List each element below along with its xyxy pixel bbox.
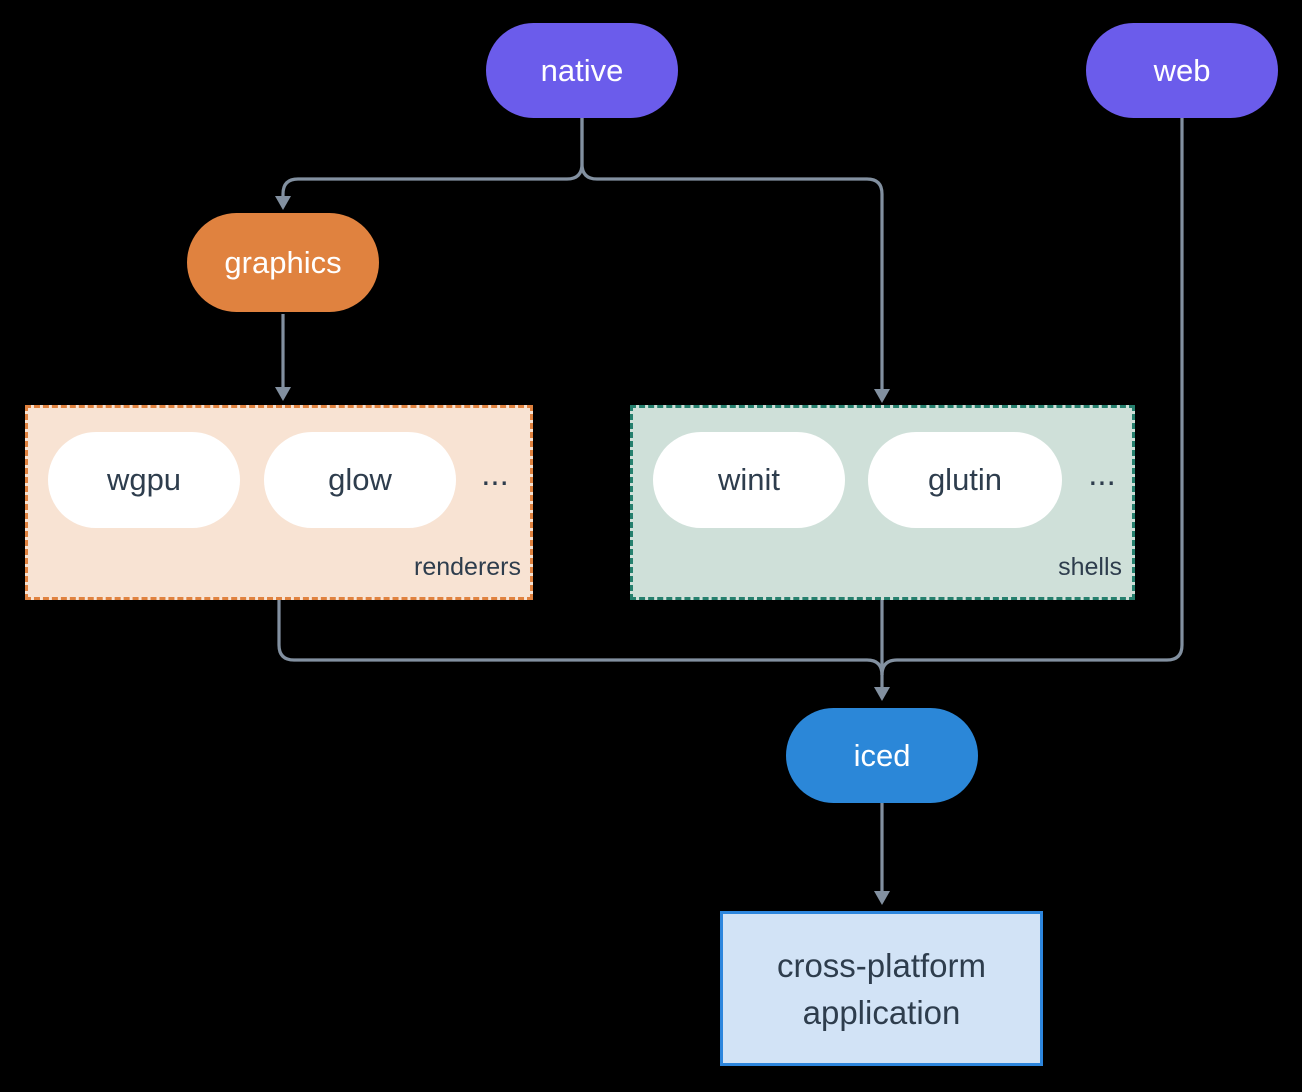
node-web: web <box>1086 23 1278 118</box>
pill-winit: winit <box>653 432 845 528</box>
group-shells-label: shells <box>1058 553 1122 581</box>
pill-glutin: glutin <box>868 432 1062 528</box>
connector-renderers-to-merge <box>277 600 884 676</box>
connector-native-to-graphics <box>281 118 584 196</box>
pill-glow-label: glow <box>328 462 392 497</box>
node-graphics: graphics <box>187 213 379 312</box>
arrowhead-application <box>874 891 890 905</box>
node-iced-label: iced <box>853 737 911 773</box>
pill-glow: glow <box>264 432 456 528</box>
pill-wgpu: wgpu <box>48 432 240 528</box>
renderers-ellipsis: ... <box>481 455 509 492</box>
node-graphics-label: graphics <box>224 244 342 280</box>
node-application-label: cross-platform application <box>776 946 987 1031</box>
node-application: cross-platform application <box>720 911 1043 1066</box>
node-native: native <box>486 23 678 118</box>
node-native-label: native <box>540 52 624 88</box>
arrowhead-renderers <box>275 387 291 401</box>
arrowhead-iced <box>874 687 890 701</box>
connector-native-to-shells <box>580 118 884 389</box>
node-iced: iced <box>786 708 978 803</box>
pill-wgpu-label: wgpu <box>106 462 182 497</box>
connector-web-to-merge <box>880 118 1184 676</box>
shells-ellipsis: ... <box>1088 455 1116 492</box>
node-web-label: web <box>1153 52 1211 88</box>
arrowhead-graphics <box>275 196 291 210</box>
pill-winit-label: winit <box>717 462 780 497</box>
group-renderers-label: renderers <box>414 553 521 581</box>
pill-glutin-label: glutin <box>927 462 1003 497</box>
arrowhead-shells <box>874 389 890 403</box>
